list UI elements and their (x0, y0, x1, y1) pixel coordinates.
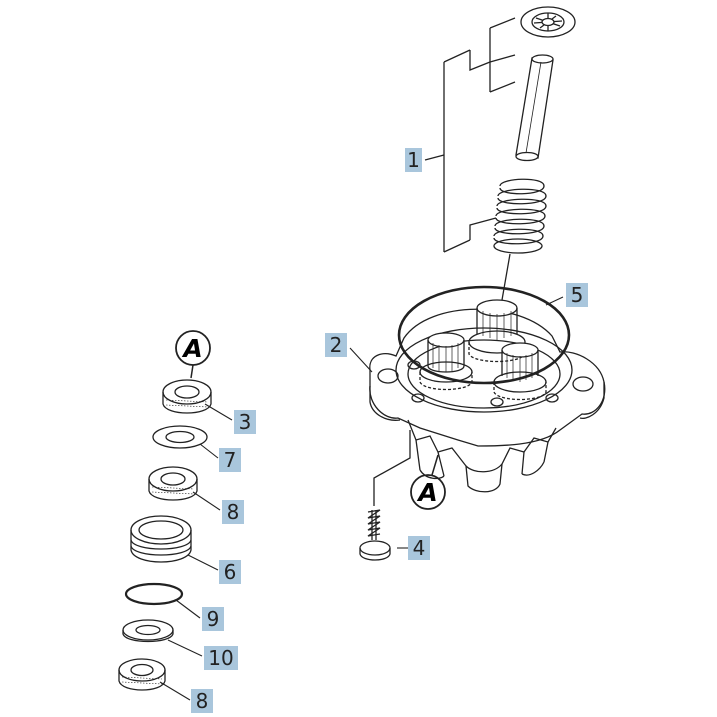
callout-part-9: 9 (202, 607, 224, 631)
callout-part-4: 4 (408, 536, 430, 560)
seal-8-lower (118, 658, 166, 691)
reference-circle-a-top (175, 330, 211, 379)
callout-part-8-upper: 8 (222, 500, 244, 524)
callout-part-10: 10 (204, 646, 238, 670)
o-ring-9 (124, 582, 184, 606)
cup-6 (130, 515, 192, 563)
seal-8-upper (148, 466, 198, 501)
callout-part-6: 6 (219, 560, 241, 584)
callout-part-5: 5 (566, 283, 588, 307)
washer-7 (152, 425, 208, 449)
star-washer (520, 6, 576, 38)
callout-part-8-lower: 8 (191, 689, 213, 713)
bracket-part-1 (424, 17, 516, 253)
callout-part-1: 1 (405, 148, 422, 172)
gear-right (493, 342, 547, 401)
washer-10 (122, 619, 174, 643)
seal-3 (162, 379, 212, 414)
spring (493, 178, 547, 254)
leader-spring (501, 253, 511, 301)
reference-circle-a-bottom (410, 454, 446, 510)
gear-center (468, 299, 526, 363)
leader-lines (159, 296, 564, 701)
screw (359, 430, 411, 561)
reference-letter-a-top: A (181, 334, 202, 363)
callout-part-2: 2 (325, 333, 347, 357)
reference-letter-a-bottom: A (416, 478, 437, 507)
callout-part-7: 7 (219, 448, 241, 472)
pin (515, 54, 554, 162)
pump-housing (369, 299, 606, 493)
o-ring-large (397, 285, 571, 385)
callout-part-3: 3 (234, 410, 256, 434)
